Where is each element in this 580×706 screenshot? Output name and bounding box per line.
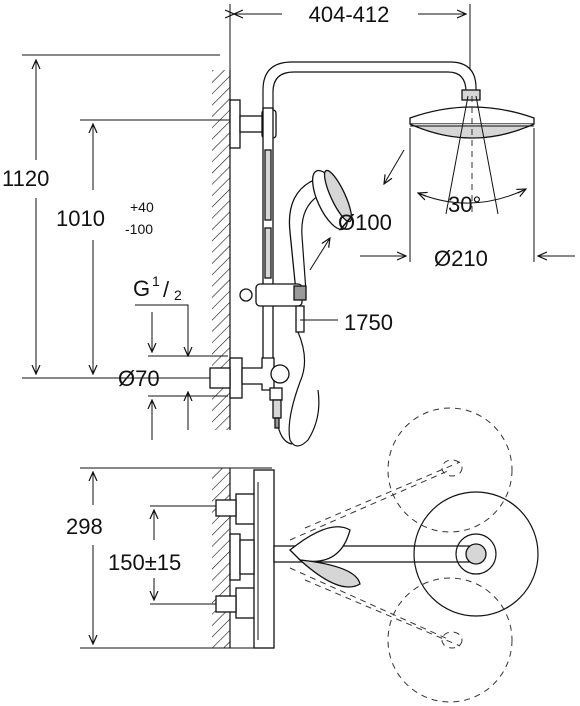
hand-shower bbox=[288, 169, 353, 293]
hose-length-label: 1750 bbox=[344, 310, 393, 335]
spray-angle-label: 30° bbox=[448, 192, 481, 217]
thread-numerator: 1 bbox=[152, 273, 160, 289]
top-width-dimension: 404-412 bbox=[230, 2, 471, 70]
wall-bottom bbox=[212, 468, 231, 648]
head-diameter-label: Ø210 bbox=[434, 246, 488, 271]
shower-head bbox=[409, 89, 535, 139]
handshower-dimension: Ø100 bbox=[309, 149, 405, 271]
rail bbox=[262, 107, 274, 363]
overhead-arm bbox=[262, 61, 477, 110]
spray-angle: 30° bbox=[418, 95, 526, 217]
rail-height-label: 1010 bbox=[56, 206, 105, 231]
lever-ghost-positions bbox=[289, 407, 513, 703]
inlet-spacing-label: 150±15 bbox=[108, 550, 181, 575]
thread-label: G bbox=[133, 276, 150, 301]
handshower-label: Ø100 bbox=[338, 210, 392, 235]
total-height-dimension: 1120 bbox=[2, 54, 220, 379]
rail-tolerance-plus: +40 bbox=[130, 199, 154, 215]
escutcheon-label: Ø70 bbox=[118, 366, 160, 391]
escutcheon-dimension: Ø70 bbox=[118, 312, 228, 440]
thread-denominator: 2 bbox=[174, 287, 182, 303]
lever-handle bbox=[273, 491, 539, 617]
valve-height-label: 298 bbox=[66, 514, 103, 539]
valve-height-dimension: 298 bbox=[66, 467, 272, 649]
thread-dimension: G 1 / 2 bbox=[133, 273, 188, 430]
thermostat-valve bbox=[215, 469, 275, 649]
rail-height-dimension: 1010 +40 -100 bbox=[56, 119, 238, 374]
hose bbox=[276, 331, 320, 447]
thread-slash: / bbox=[163, 277, 170, 302]
rail-tolerance-minus: -100 bbox=[125, 221, 153, 237]
hose-dimension: 1750 bbox=[300, 310, 393, 335]
total-height-label: 1120 bbox=[2, 166, 49, 191]
head-diameter-dimension: Ø210 bbox=[360, 128, 575, 271]
diverter-valve bbox=[209, 357, 290, 429]
top-width-label: 404-412 bbox=[309, 2, 390, 27]
slider-holder bbox=[239, 283, 307, 333]
